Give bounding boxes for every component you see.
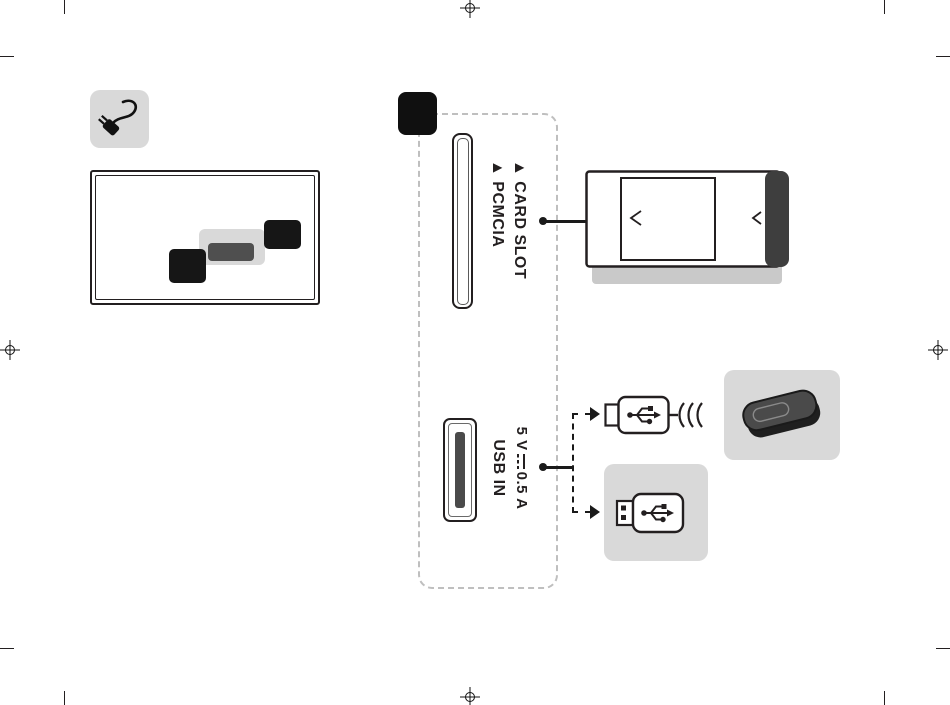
power-cable-plug-icon xyxy=(98,99,138,136)
crop-mark xyxy=(884,0,885,14)
insert-direction-triangle xyxy=(629,210,642,226)
usb-port-tongue xyxy=(455,432,465,508)
step-badge xyxy=(398,92,437,135)
external-hdd-tile xyxy=(724,370,840,460)
pcmcia-slot-label-line1: ▲ PCMCIA xyxy=(489,160,506,248)
arrow-right-icon xyxy=(590,505,600,519)
registration-mark xyxy=(0,340,20,360)
usb-branch-top xyxy=(572,413,591,415)
pcmcia-slot xyxy=(452,133,473,309)
pcmcia-slot-opening xyxy=(456,137,469,305)
cable-plug-tile xyxy=(90,90,149,148)
registration-mark xyxy=(460,687,480,705)
usb-branch-vertical xyxy=(572,413,574,513)
pcmcia-module-left xyxy=(169,249,206,283)
crop-mark xyxy=(936,56,950,57)
crop-mark xyxy=(64,0,65,14)
crop-mark xyxy=(936,648,950,649)
crop-mark xyxy=(884,691,885,705)
usb-branch-bottom xyxy=(572,511,591,513)
tv-bezel xyxy=(95,175,315,300)
pcmcia-slot-label-line2: ▲ CARD SLOT xyxy=(511,160,528,280)
dc-voltage-symbol xyxy=(516,454,525,469)
usb-cable-plug-icon xyxy=(604,395,703,435)
usb-spec-label: 5 V 0.5 A xyxy=(510,413,532,523)
crop-mark xyxy=(0,56,14,57)
usb-in-label: USB IN xyxy=(490,439,507,497)
external-hdd-icon xyxy=(742,389,821,438)
flash-drive-tile xyxy=(604,464,708,561)
arrow-right-icon xyxy=(590,407,600,421)
registration-mark xyxy=(928,340,948,360)
callout-region xyxy=(418,113,558,589)
pcmcia-card-inserted xyxy=(208,243,254,261)
tv-illustration xyxy=(90,170,320,305)
usb-spec-current: 0.5 A xyxy=(513,471,530,510)
usb-port xyxy=(443,418,477,522)
crop-mark xyxy=(0,648,14,649)
insert-direction-triangle xyxy=(751,211,762,225)
pcmcia-card-illustration xyxy=(585,170,789,268)
usb-spec-voltage: 5 V xyxy=(513,426,530,451)
pcmcia-connector-line xyxy=(543,220,587,223)
crop-mark xyxy=(64,691,65,705)
registration-mark xyxy=(460,0,480,18)
usb-connector-line xyxy=(543,466,573,469)
usb-flash-drive-icon xyxy=(615,492,685,534)
usb-port-frame xyxy=(448,423,472,517)
pcmcia-module-right xyxy=(264,220,301,249)
